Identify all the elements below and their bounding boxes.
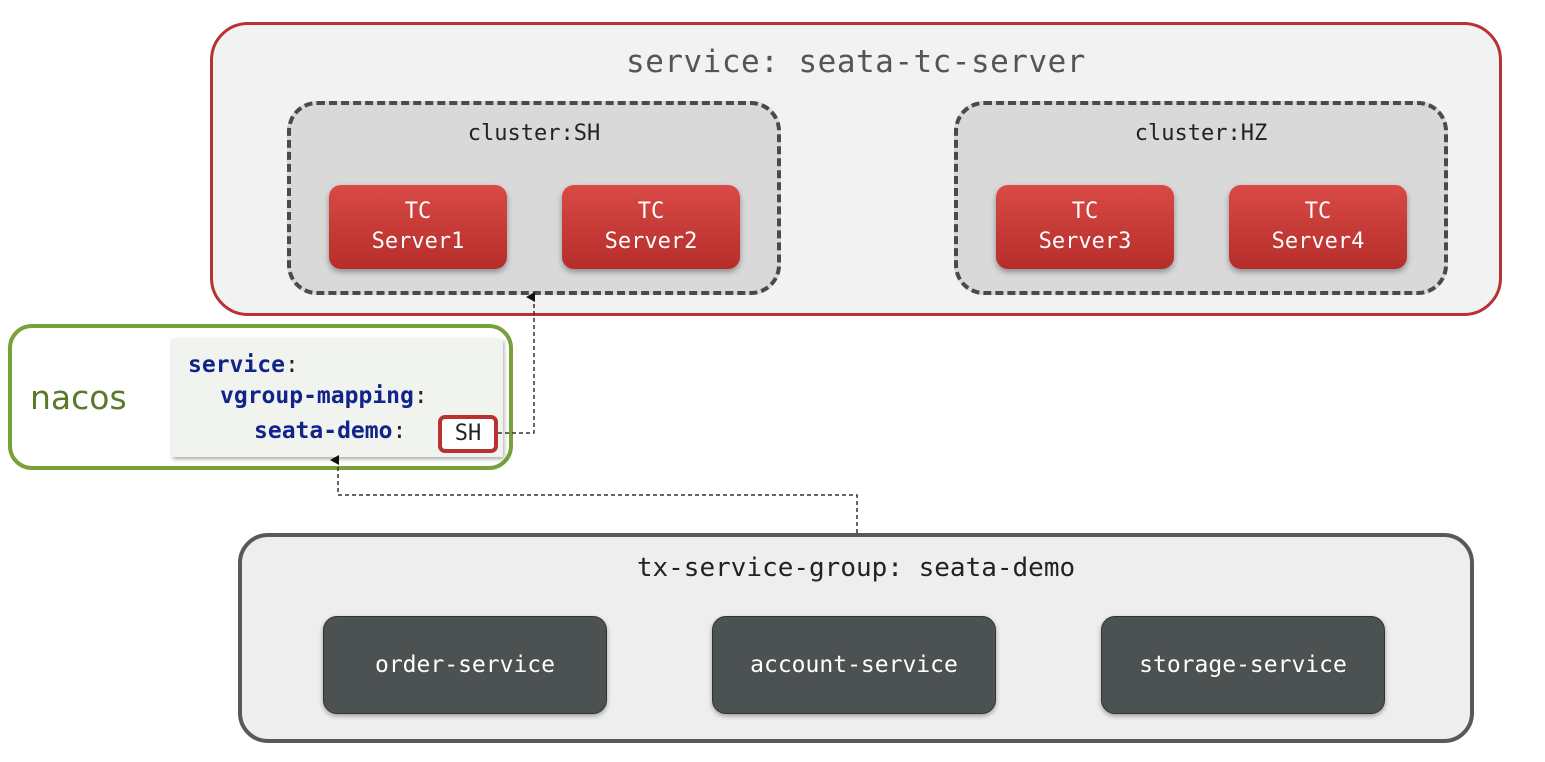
yaml-value-sh-highlight: SH: [438, 415, 498, 453]
tc-server1-node: TC Server1: [329, 185, 507, 269]
tc-server3-line2: Server3: [1038, 229, 1132, 254]
tc-server4-line2: Server4: [1271, 229, 1365, 254]
tc-server3-node: TC Server3: [996, 185, 1174, 269]
tc-server2-node: TC Server2: [562, 185, 740, 269]
yaml-service-key: service:: [188, 352, 299, 378]
tc-server4-node: TC Server4: [1229, 185, 1407, 269]
tc-server1-line2: Server1: [371, 229, 465, 254]
tc-server2-line2: Server2: [604, 229, 698, 254]
yaml-key-vgroup-mapping: vgroup-mapping: [220, 383, 414, 409]
yaml-seata-demo-key: seata-demo:: [254, 418, 406, 444]
tx-service-group-title: tx-service-group: seata-demo: [636, 553, 1076, 583]
storage-service-node: storage-service: [1101, 616, 1385, 714]
tc-server2-line1: TC: [637, 199, 665, 224]
tc-server4-line1: TC: [1304, 199, 1332, 224]
yaml-key-service: service: [188, 352, 285, 378]
yaml-colon: :: [413, 383, 428, 409]
yaml-vgroup-mapping-key: vgroup-mapping:: [220, 383, 428, 409]
cluster-hz-label: cluster:HZ: [1134, 121, 1268, 146]
account-service-node: account-service: [712, 616, 996, 714]
order-service-node: order-service: [323, 616, 607, 714]
yaml-colon: :: [284, 352, 299, 378]
cluster-sh-label: cluster:SH: [467, 121, 601, 146]
yaml-colon: :: [392, 418, 407, 444]
sh-to-cluster-arrow: [498, 292, 535, 434]
tc-server-service-title: service: seata-tc-server: [626, 44, 1086, 80]
nacos-label: nacos: [30, 378, 127, 417]
yaml-key-seata-demo: seata-demo: [254, 418, 393, 444]
tc-server3-line1: TC: [1071, 199, 1099, 224]
tx-group-to-nacos-arrow: [330, 455, 858, 533]
tc-server1-line1: TC: [404, 199, 432, 224]
